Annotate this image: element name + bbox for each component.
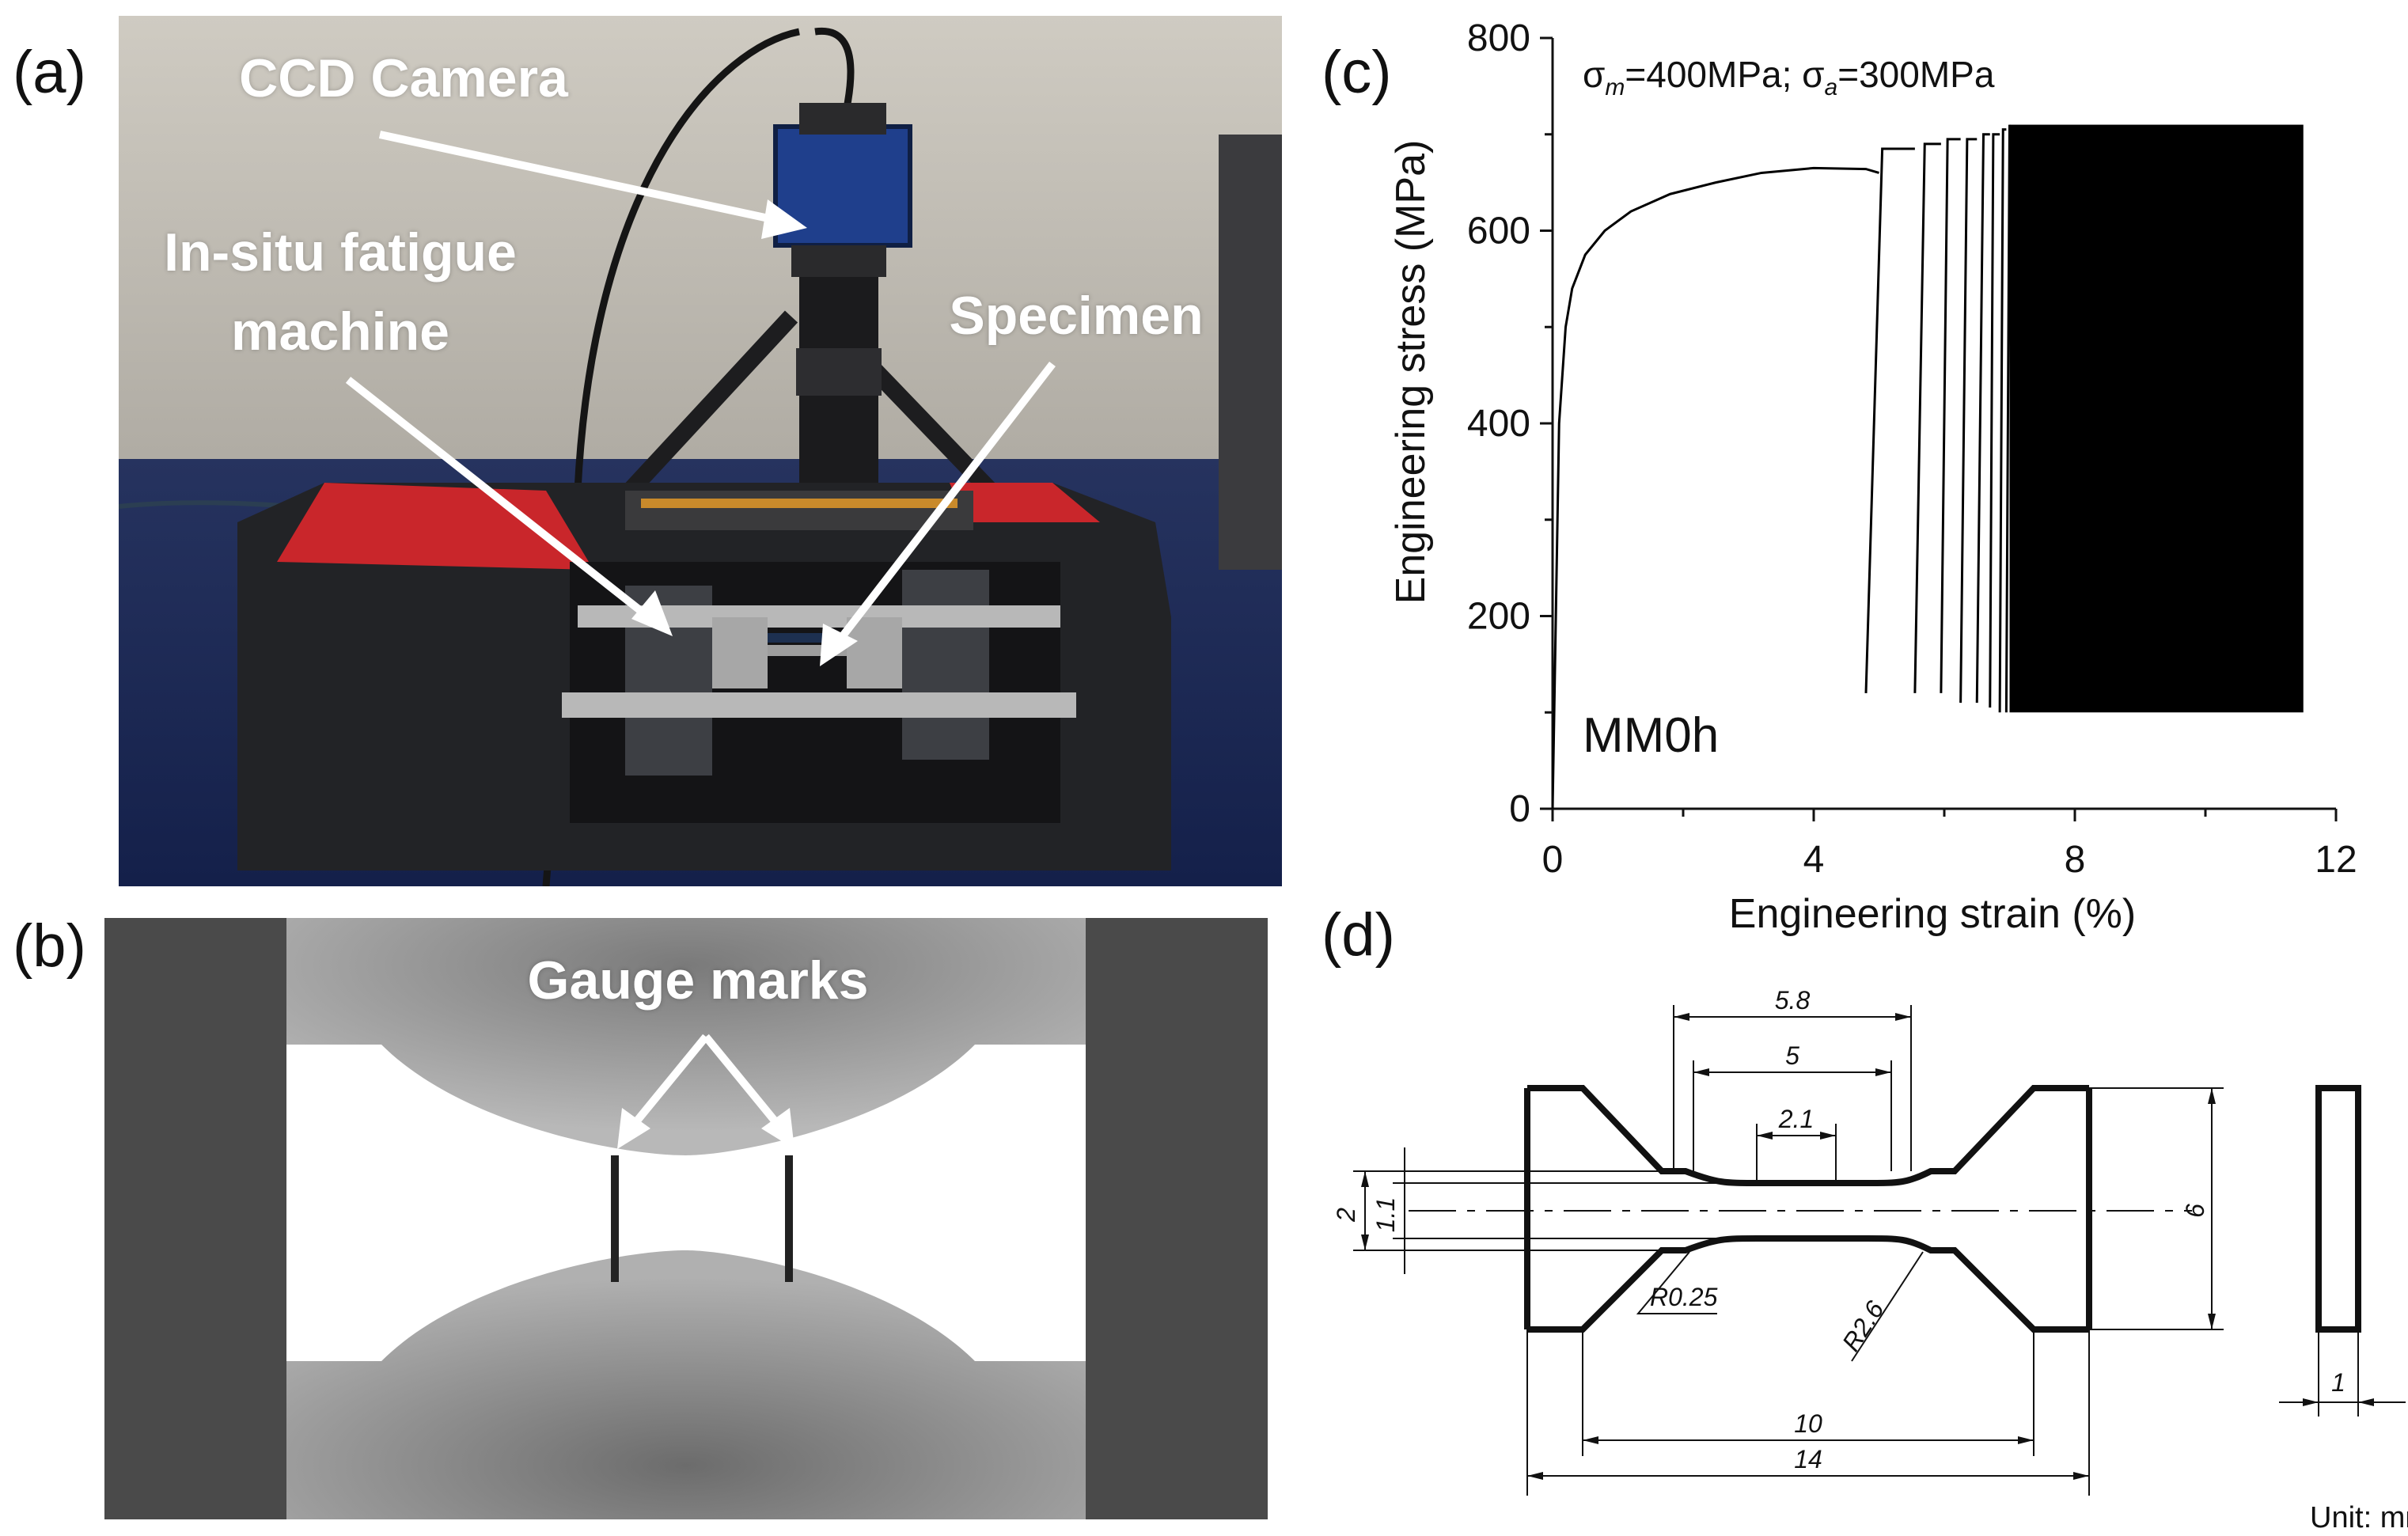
sample-label: MM0h	[1583, 708, 1719, 763]
x-tick-label: 8	[2065, 839, 2086, 881]
side-view	[2315, 1085, 2361, 1333]
right-grip	[902, 570, 989, 760]
label-fatigue-machine-line2: machine	[231, 302, 449, 362]
dim-5-8: 5.8	[1775, 986, 1811, 1015]
dim-10: 10	[1794, 1409, 1822, 1438]
dim-1: 1	[2331, 1368, 2345, 1397]
cycle-loop	[1940, 138, 1961, 693]
loading-curve	[1551, 166, 1879, 810]
x-tick-label: 0	[1542, 839, 1564, 881]
specimen-outline-bottom	[1527, 1235, 2089, 1333]
specimen-drawing: 5.8 5 2.1 2 1.1 6 R0.25 R2.6 10 14 1 Uni…	[1332, 986, 2408, 1534]
dim-2-1: 2.1	[1778, 1105, 1814, 1133]
dim-1-1: 1.1	[1371, 1197, 1400, 1232]
x-tick-label: 12	[2315, 839, 2357, 881]
chart-marks	[1551, 124, 2304, 810]
gauge-mark-right	[785, 1155, 793, 1282]
gauge-photo-drawing	[104, 918, 1268, 1519]
dim-r0-25: R0.25	[1650, 1283, 1718, 1311]
cycle-loop	[1864, 147, 1915, 693]
unit-label: Unit: mm	[2310, 1501, 2408, 1534]
stress-strain-chart: 0 4 8 12 0 200 400 600 800 Engineering stress (M…	[1388, 17, 2357, 937]
label-specimen: Specimen	[949, 286, 1204, 346]
cycle-loop	[1959, 138, 1978, 704]
cycle-loop	[1989, 133, 2000, 708]
y-tick-label: 800	[1467, 17, 1530, 59]
label-gauge-marks: Gauge marks	[527, 950, 869, 1011]
chart-axes: 0 4 8 12 0 200 400 600 800	[1467, 17, 2357, 881]
dim-2: 2	[1332, 1208, 1360, 1223]
label-fatigue-machine-line1: In-situ fatigue	[164, 222, 517, 283]
cycle-loop	[1998, 128, 2007, 713]
gauge-mark-left	[611, 1155, 619, 1282]
y-tick-label: 200	[1467, 596, 1530, 638]
dim-14: 14	[1794, 1445, 1822, 1473]
setup-photo-drawing	[119, 16, 1282, 886]
y-axis-label: Engineering stress (MPa)	[1388, 140, 1434, 605]
panel-letter-d: (d)	[1322, 901, 1395, 969]
panel-letter-a: (a)	[13, 39, 86, 106]
cycle-loop	[1975, 133, 1990, 704]
gauge-photo: Gauge marks	[104, 918, 1268, 1519]
condition-label: σm=400MPa; σa=300MPa	[1583, 54, 1995, 101]
dim-6: 6	[2181, 1204, 2209, 1218]
y-tick-label: 400	[1467, 403, 1530, 445]
cycle-loop	[1913, 142, 1941, 693]
y-tick-label: 600	[1467, 210, 1530, 252]
panel-letter-b: (b)	[13, 912, 86, 980]
x-tick-label: 4	[1803, 839, 1825, 881]
dense-cycle-band	[2009, 124, 2304, 713]
dim-5: 5	[1785, 1041, 1799, 1070]
setup-photo: CCD Camera In-situ fatigue machine Speci…	[119, 16, 1282, 886]
y-tick-label: 0	[1509, 788, 1530, 830]
label-ccd-camera: CCD Camera	[239, 48, 568, 108]
specimen-outline-top	[1527, 1085, 2089, 1186]
panel-letter-c: (c)	[1322, 39, 1392, 106]
dim-r2-6: R2.6	[1837, 1295, 1890, 1356]
cycle-loop	[2004, 124, 2011, 713]
x-axis-label: Engineering strain (%)	[1729, 891, 2136, 937]
